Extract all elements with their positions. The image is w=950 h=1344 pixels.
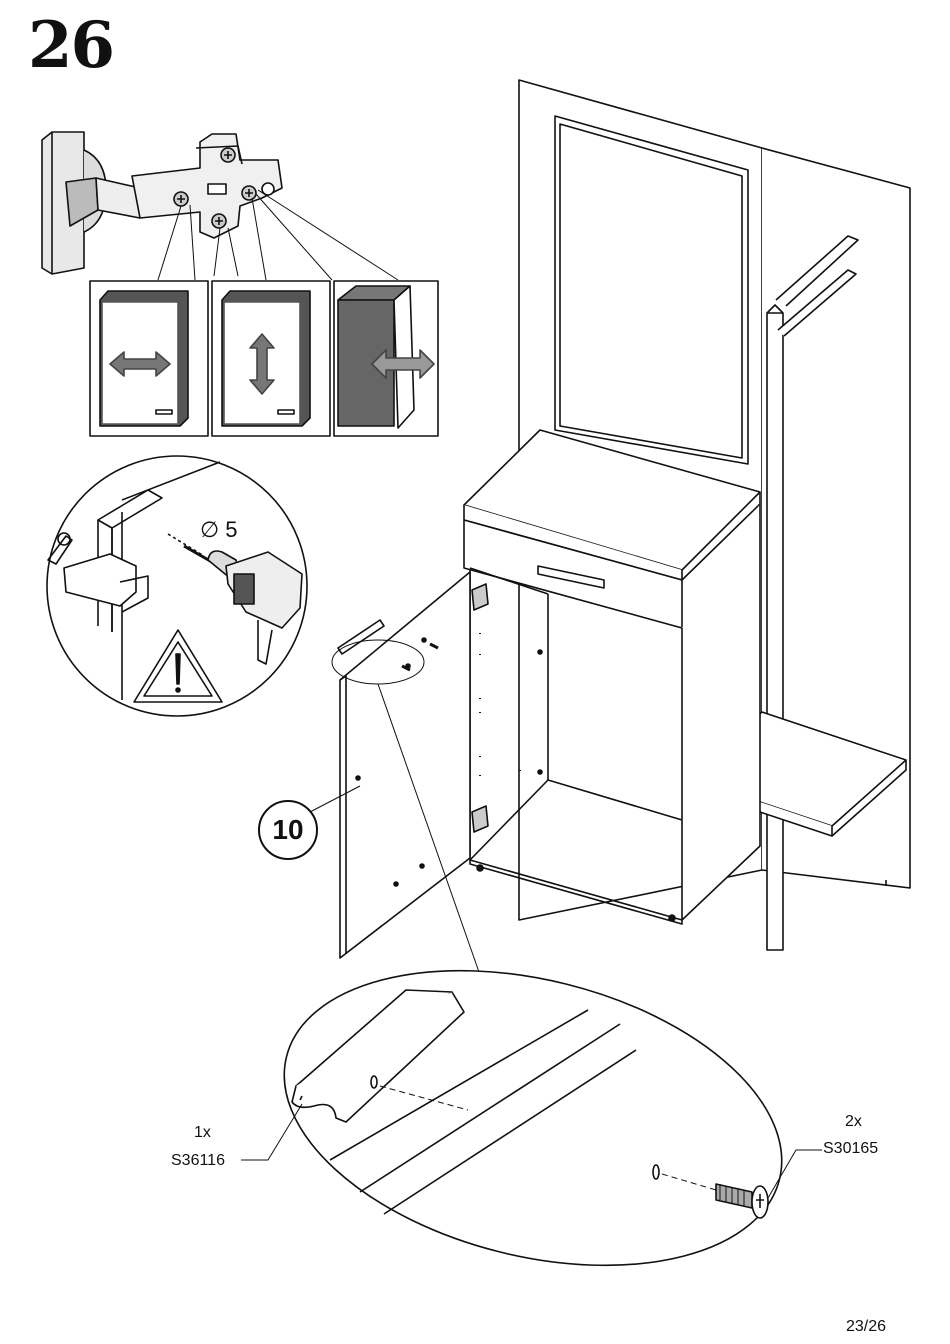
adjust-depth-box (334, 281, 438, 436)
handle-code: S36116 (171, 1152, 225, 1170)
drill-diameter-label: ∅ 5 (200, 517, 238, 543)
screw-quantity: 2x (845, 1113, 862, 1131)
adjust-vertical-box (212, 281, 330, 436)
part-number: 10 (272, 814, 303, 846)
drill-detail (47, 456, 307, 716)
part-callout: 10 (258, 800, 318, 860)
door (338, 572, 488, 958)
page-number: 23/26 (846, 1318, 886, 1336)
adjust-lateral-box (90, 281, 208, 436)
handle-detail (253, 923, 813, 1314)
hinge-icon (42, 132, 398, 280)
step-number: 26 (28, 14, 113, 78)
screw-code: S30165 (823, 1140, 878, 1158)
handle-quantity: 1x (194, 1124, 211, 1142)
